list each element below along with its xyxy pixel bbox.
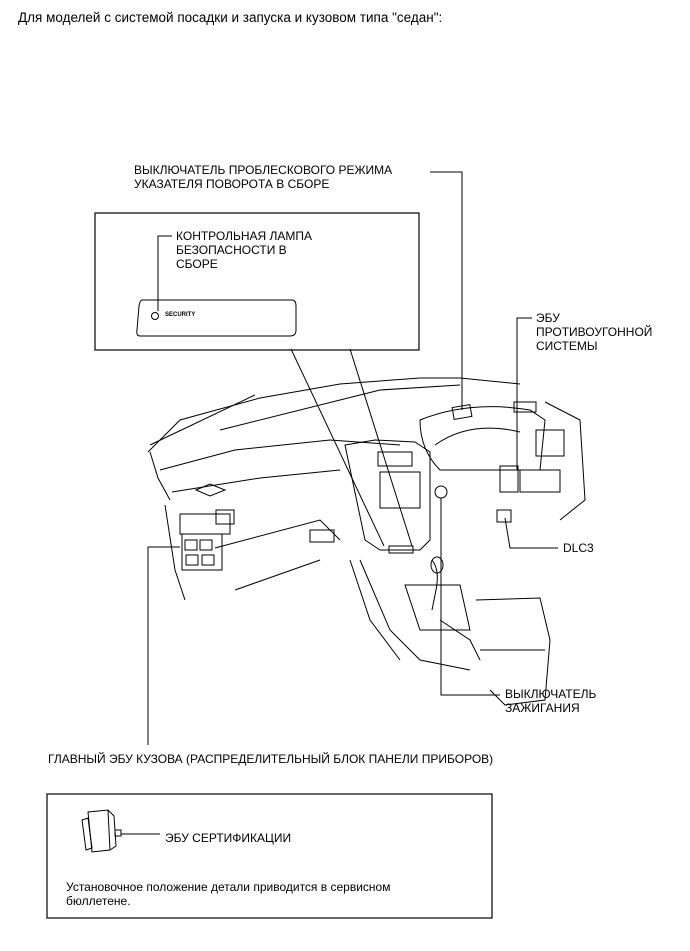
legend-box — [46, 793, 493, 919]
service-bulletin-note: Установочное положение детали приводится… — [66, 880, 391, 908]
ignition-switch-label: ВЫКЛЮЧАТЕЛЬ ЗАЖИГАНИЯ — [505, 687, 597, 715]
page-header: Для моделей с системой посадки и запуска… — [18, 10, 443, 25]
security-lamp-label: КОНТРОЛЬНАЯ ЛАМПА БЕЗОПАСНОСТИ В СБОРЕ — [176, 229, 313, 271]
ignition-switch-knob — [434, 485, 448, 499]
main-ecu-leader — [147, 546, 180, 745]
hazard-switch — [451, 403, 473, 421]
dashboard-top-outline — [147, 377, 521, 453]
seat — [475, 597, 551, 706]
main-body-ecu-label: ГЛАВНЫЙ ЭБУ КУЗОВА (РАСПРЕДЕЛИТЕЛЬНЫЙ БЛ… — [48, 752, 494, 766]
ignition-leader — [440, 498, 500, 696]
dlc3-part — [496, 509, 512, 523]
immobiliser-ecu-label: ЭБУ ПРОТИВОУГОННОЙ СИСТЕМЫ — [536, 311, 653, 353]
main-body-ecu-part — [179, 509, 235, 571]
center-display — [379, 471, 421, 509]
console-security-lamp — [388, 545, 414, 554]
certification-ecu-icon — [81, 809, 122, 853]
immobiliser-ecu-part — [499, 465, 519, 493]
console-vent — [377, 451, 413, 467]
security-lamp-marking: SECURITY — [165, 312, 196, 318]
shift-lever — [431, 559, 438, 611]
center-console — [344, 439, 431, 551]
dlc3-leader — [504, 517, 558, 549]
immobiliser-leader — [516, 317, 532, 470]
security-lamp-led — [151, 312, 159, 320]
flasher-leader — [430, 171, 463, 410]
zoom-cone-left — [290, 348, 385, 547]
security-lamp-inset-box — [94, 212, 420, 351]
security-lamp-leader — [157, 235, 172, 311]
security-lamp-lens — [136, 299, 297, 337]
flasher-switch-label: ВЫКЛЮЧАТЕЛЬ ПРОБЛЕСКОВОГО РЕЖИМА УКАЗАТЕ… — [134, 163, 393, 191]
certification-ecu-label: ЭБУ СЕРТИФИКАЦИИ — [165, 831, 292, 845]
zoom-cone-right — [349, 348, 413, 547]
instrument-cluster — [419, 406, 546, 471]
dlc3-label: DLC3 — [563, 541, 594, 555]
